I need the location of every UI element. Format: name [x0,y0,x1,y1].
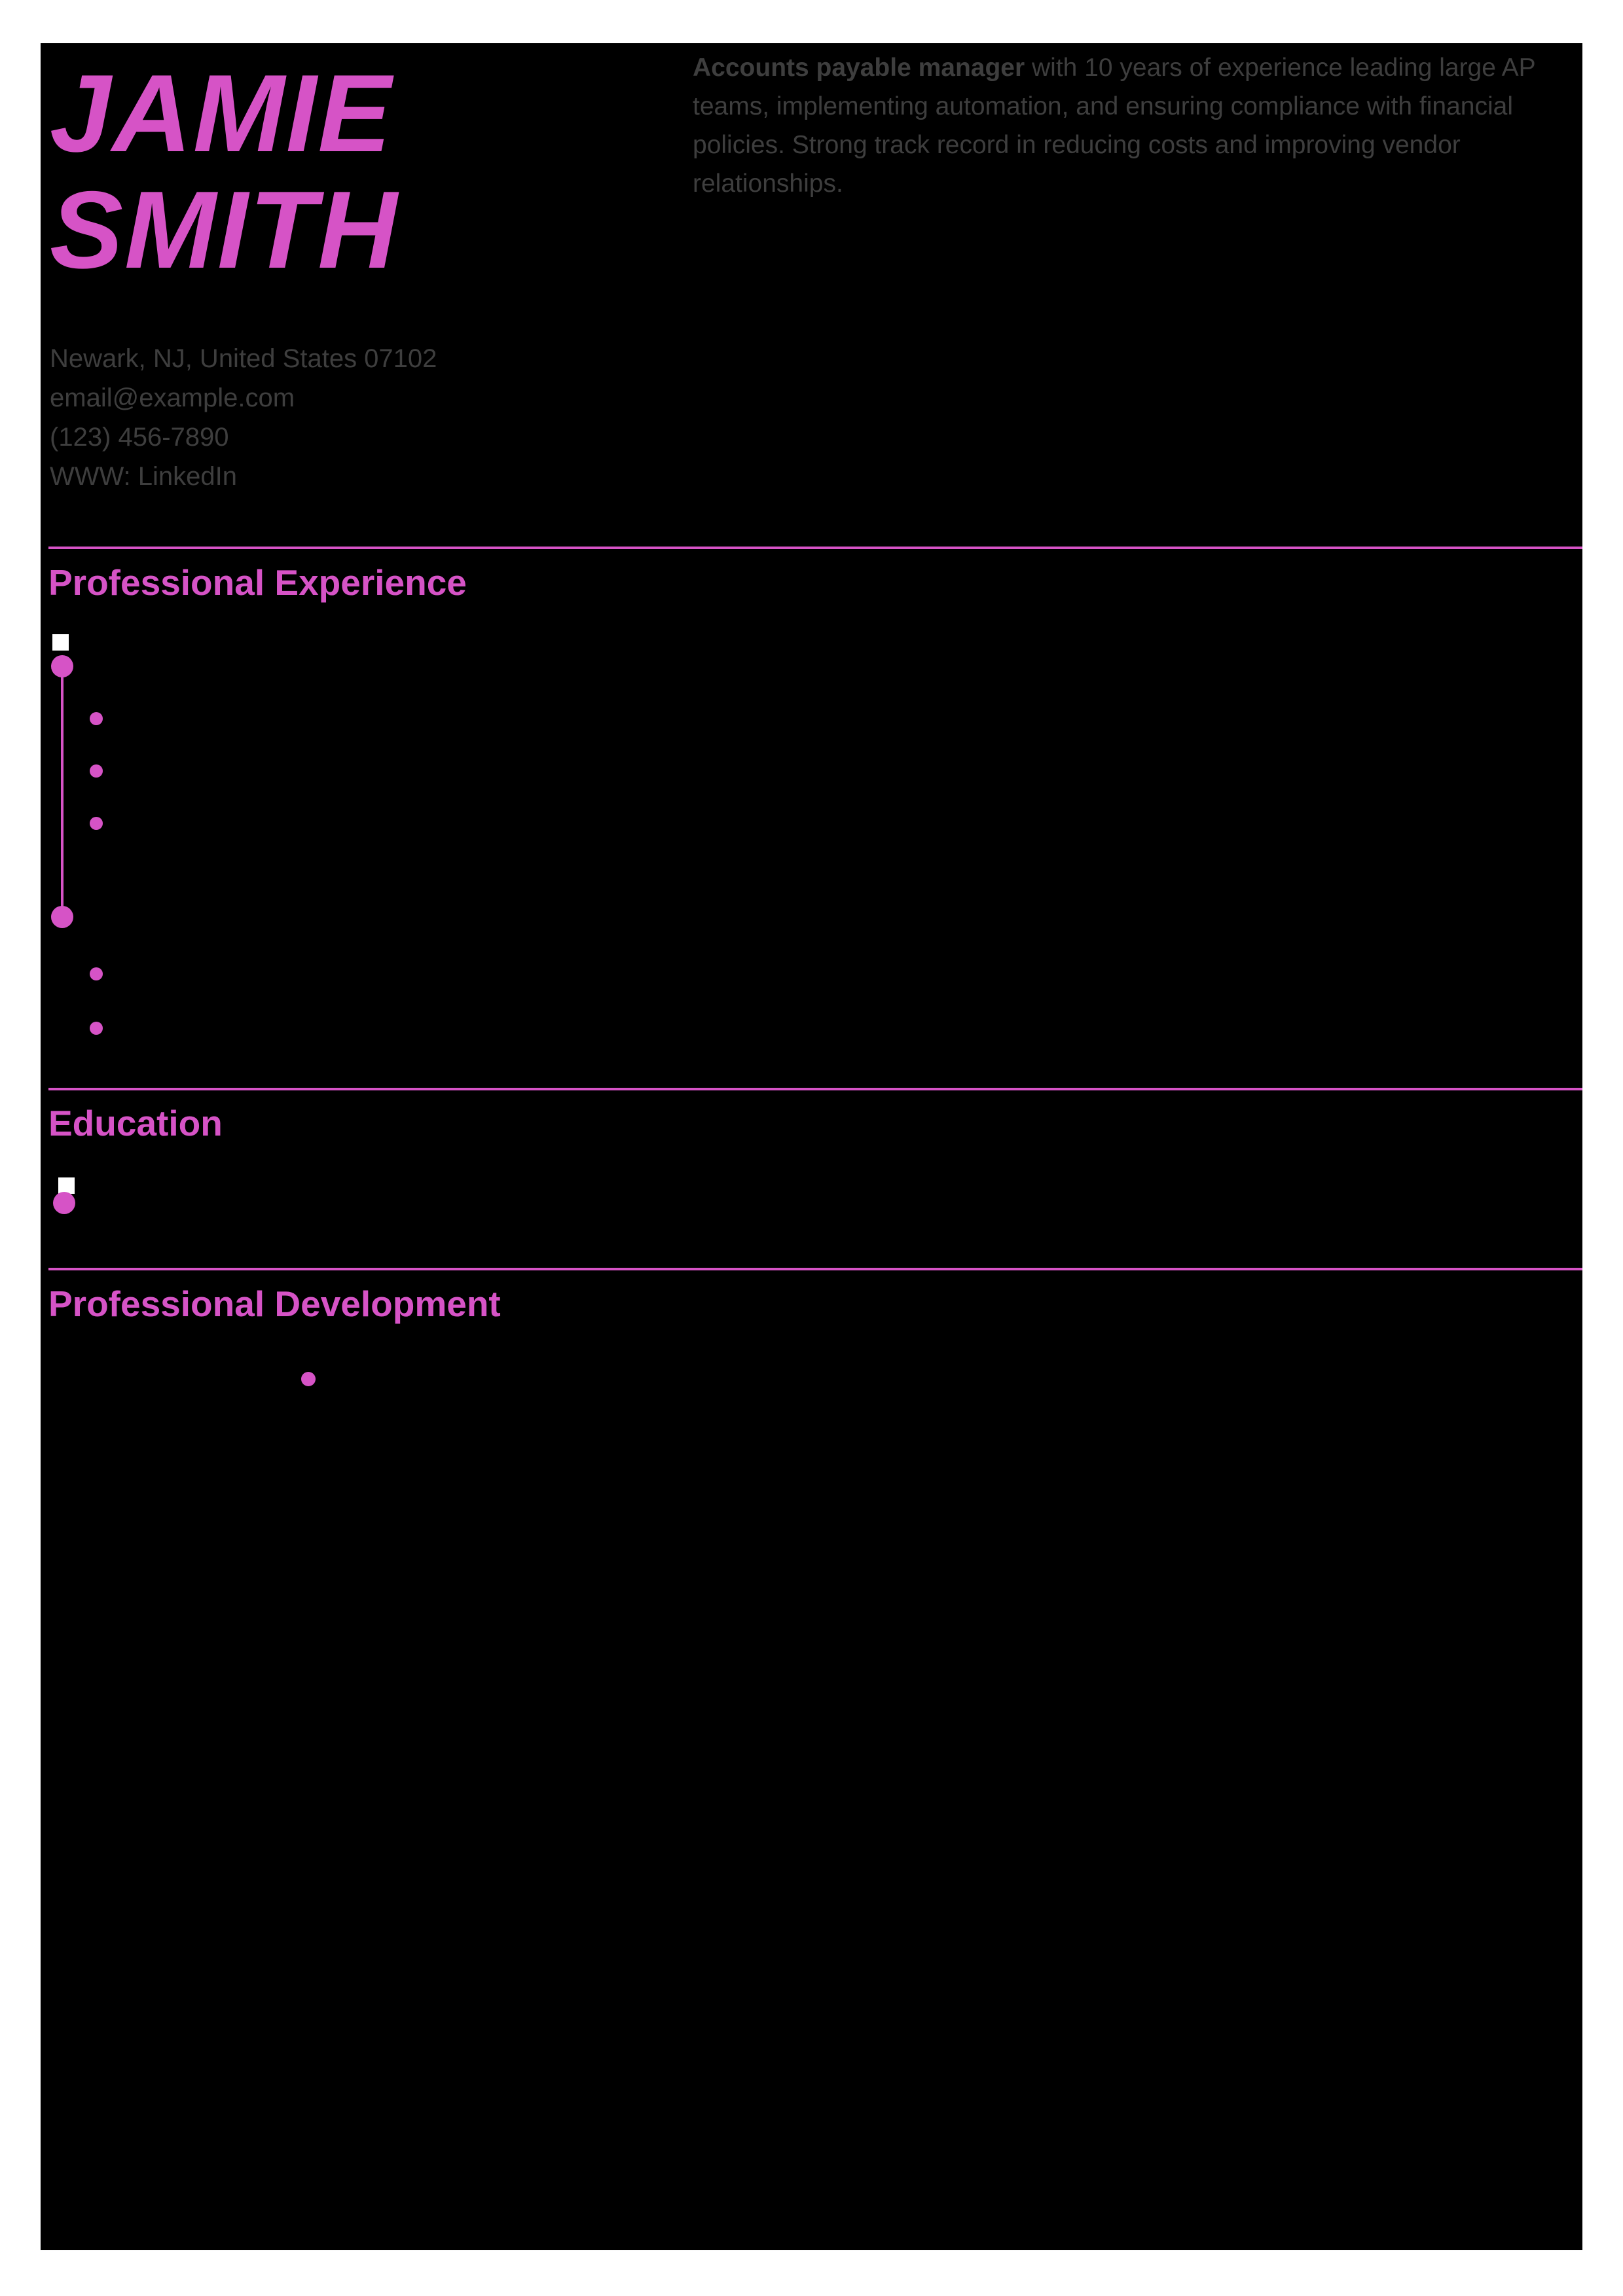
timeline-connector [61,666,64,917]
contact-block: Newark, NJ, United States 07102 email@ex… [50,339,437,496]
candidate-last-name: SMITH [50,168,399,291]
section-title-education: Education [48,1103,223,1143]
bullet-point-icon [90,967,103,980]
resume-sheet: JAMIE SMITH Accounts payable manager wit… [41,43,1582,2250]
contact-phone: (123) 456-7890 [50,423,229,452]
section-divider-experience [48,547,1582,549]
summary-body: with 10 years of experience leading larg… [693,54,1535,198]
contact-email-link[interactable]: email@example.com [50,384,295,412]
summary-lead: Accounts payable manager [693,54,1025,82]
bullet-point-icon [90,712,103,725]
bullet-point-icon [90,817,103,830]
bullet-point-icon [90,764,103,778]
bullet-point-icon [301,1372,316,1386]
timeline-dot-icon [53,1192,75,1214]
timeline-dot-icon [51,906,73,928]
contact-website-link[interactable]: WWW: LinkedIn [50,462,237,491]
school-logo-placeholder-icon [58,1177,75,1194]
summary-paragraph: Accounts payable manager with 10 years o… [693,48,1577,203]
candidate-name: JAMIE SMITH [50,55,399,288]
section-title-experience: Professional Experience [48,562,467,603]
bullet-point-icon [90,1022,103,1035]
company-logo-placeholder-icon [52,634,69,651]
contact-location: Newark, NJ, United States 07102 [50,344,437,373]
candidate-first-name: JAMIE [50,52,393,175]
section-divider-development [48,1268,1582,1270]
section-title-development: Professional Development [48,1283,501,1324]
section-divider-education [48,1088,1582,1090]
